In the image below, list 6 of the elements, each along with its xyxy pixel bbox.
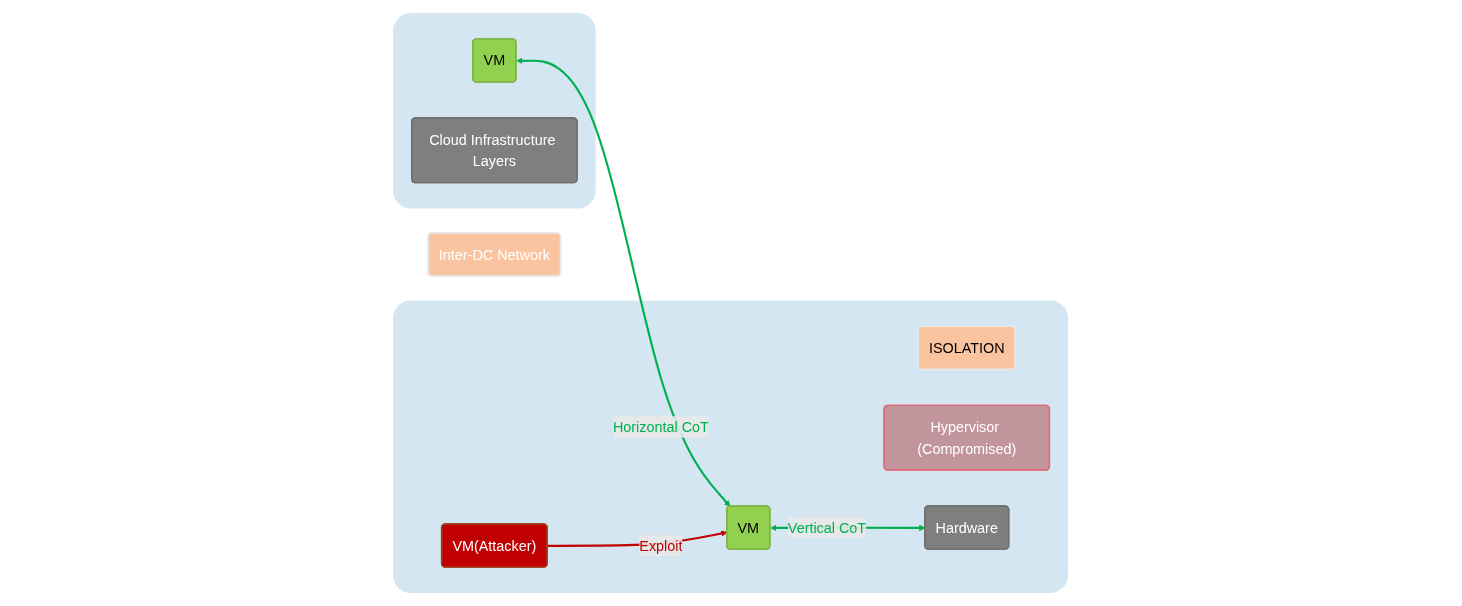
edge-label: Exploit <box>639 537 683 554</box>
edge-label: Horizontal CoT <box>613 419 710 435</box>
arrow <box>516 57 731 507</box>
edge-label: Vertical CoT <box>788 519 867 536</box>
cluster <box>393 300 1069 593</box>
cluster <box>393 13 597 209</box>
